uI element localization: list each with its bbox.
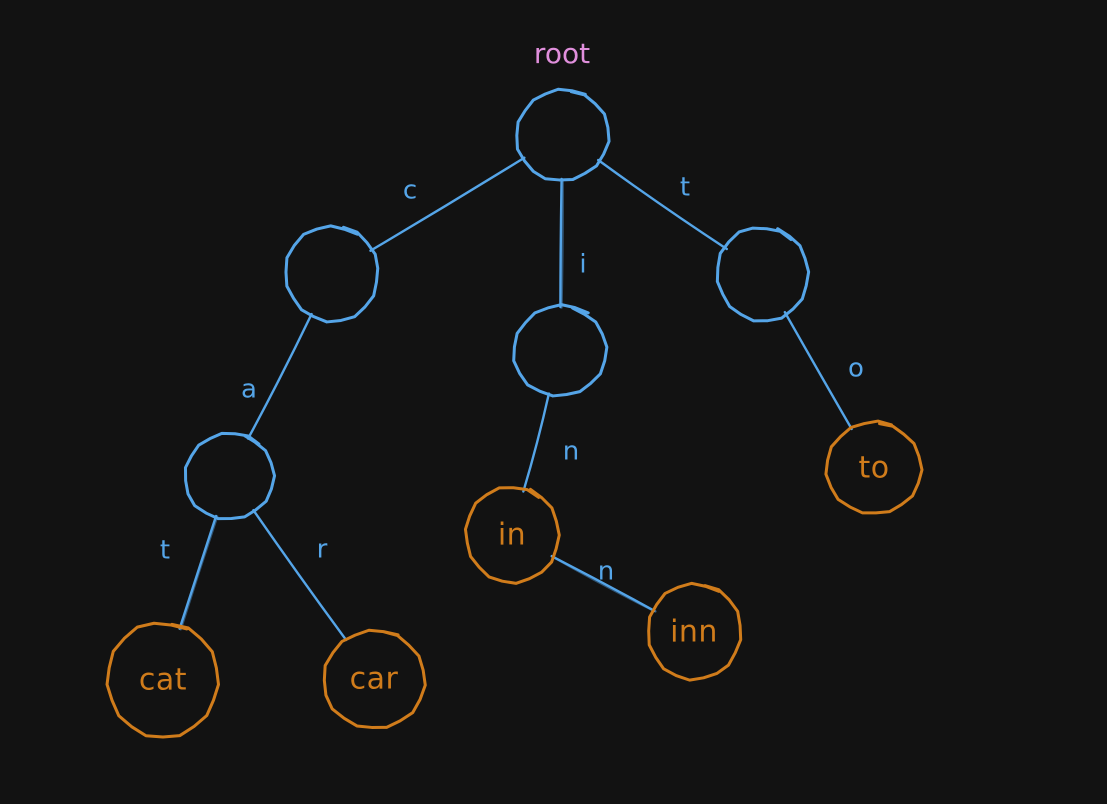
edge-label-root-c: c [403,176,417,206]
edge-line-root-c [369,156,526,252]
node-in[interactable]: in [463,486,561,585]
edge-t-to [783,310,853,431]
edge-label-i-in: n [563,437,579,467]
edge-label-t-to: o [848,354,864,384]
node-to[interactable]: to [824,419,924,515]
edge-line-ca-cat [178,514,218,630]
root-title-label: root [534,37,590,70]
node-circle-t [715,226,811,323]
edge-label-c-ca: a [241,375,257,405]
node-root[interactable] [515,87,611,182]
node-circle-c [284,224,380,324]
edge-line-t-to [783,310,853,431]
edge-line-i-in [522,392,551,493]
edge-label-root-i: i [579,250,586,280]
node-circle-cat [105,621,220,739]
node-circle-in [463,486,561,585]
edge-label-ca-car: r [317,535,328,565]
edge-label-in-inn: n [598,557,614,587]
edge-ca-cat [178,514,219,631]
node-label-car: car [350,662,399,697]
node-circle-root [515,87,611,182]
edge-root-c [369,156,526,252]
edges-layer [178,156,853,642]
edge-root-t [596,158,729,251]
node-ca[interactable] [183,431,277,521]
node-i[interactable] [512,303,609,398]
node-car[interactable]: car [322,628,427,729]
node-label-inn: inn [670,615,718,650]
node-t[interactable] [715,226,811,323]
labels-layer: c i t a t r n n o root [160,37,864,587]
edge-line-overdraw-in-inn [551,555,657,613]
node-circle-i [512,303,609,398]
edge-i-in [522,392,551,493]
edge-line-overdraw-ca-cat [179,515,219,631]
node-circle-car [322,628,427,729]
node-c[interactable] [284,224,380,324]
edge-label-ca-cat: t [160,536,170,566]
edge-line-root-i [559,177,563,309]
node-circle-ca [183,431,277,521]
edge-line-in-inn [550,554,656,613]
node-cat[interactable]: cat [105,621,220,739]
node-circle-inn [647,581,743,682]
edge-line-root-t [596,158,729,251]
node-label-in: in [498,518,526,553]
node-circle-to [824,419,924,515]
edge-in-inn [550,554,657,613]
edge-root-i [559,177,564,309]
node-label-cat: cat [139,663,187,698]
edge-label-root-t: t [680,173,690,203]
node-inn[interactable]: inn [647,581,743,682]
edge-line-c-ca [246,312,313,440]
edge-ca-car [252,508,348,642]
node-label-to: to [858,451,889,486]
edge-c-ca [246,312,313,440]
edge-line-overdraw-root-i [560,178,564,309]
edge-line-ca-car [252,508,348,642]
